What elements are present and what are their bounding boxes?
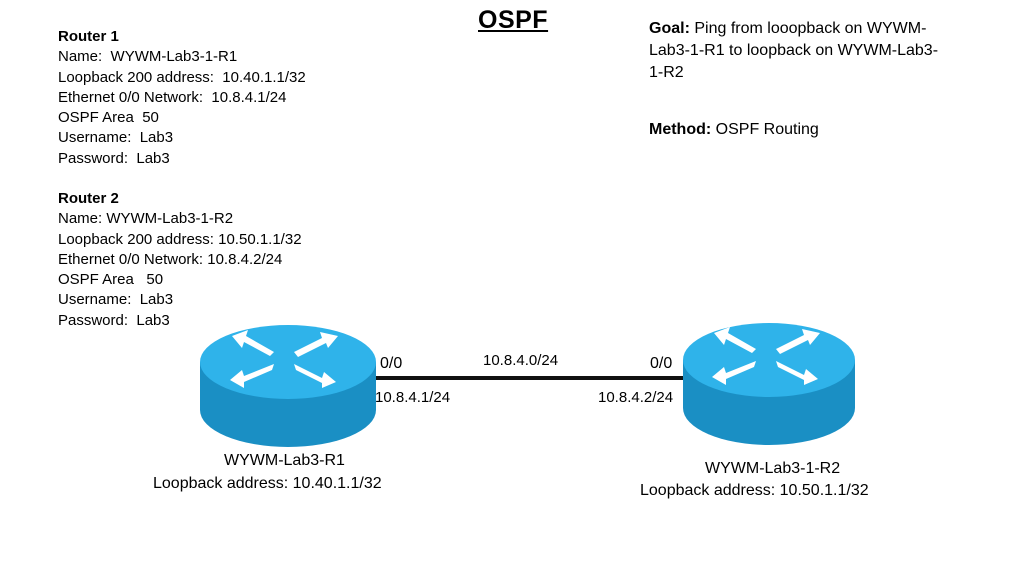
router2-username-row: Username: Lab3 — [58, 290, 302, 310]
router1-heading: Router 1 — [58, 28, 119, 45]
field-label: Name: — [58, 48, 103, 66]
router1-name-row: Name: WYWM-Lab3-1-R1 — [58, 47, 306, 67]
field-value: 10.8.4.2/24 — [207, 250, 283, 268]
field-label: Password: — [58, 311, 129, 329]
field-value: WYWM-Lab3-1-R2 — [106, 210, 234, 228]
router2-name-label: WYWM-Lab3-1-R2 — [705, 460, 841, 477]
field-label: Ethernet 0/0 Network: — [58, 250, 204, 268]
router1-loopback-row: Loopback 200 address: 10.40.1.1/32 — [58, 68, 306, 88]
router2-info: Router 2 Name: WYWM-Lab3-1-R2 Loopback 2… — [58, 189, 302, 331]
link-network-label: 10.8.4.0/24 — [483, 352, 559, 369]
router1-password-row: Password: Lab3 — [58, 149, 306, 169]
field-label: Password: — [58, 149, 129, 167]
right-port-label: 0/0 — [650, 355, 673, 372]
field-value: Lab3 — [136, 311, 170, 329]
field-value: 50 — [146, 271, 164, 289]
router1-icon — [200, 325, 376, 447]
router1-name-label: WYWM-Lab3-R1 — [224, 452, 345, 469]
field-label: Ethernet 0/0 Network: — [58, 88, 204, 106]
field-value: 50 — [142, 109, 159, 127]
method-label: Method: — [649, 121, 712, 138]
method-text: Method: OSPF Routing — [649, 121, 819, 139]
field-value: WYWM-Lab3-1-R1 — [110, 48, 238, 66]
field-value: Lab3 — [139, 129, 174, 147]
field-label: Username: — [58, 129, 132, 147]
right-ip-label: 10.8.4.2/24 — [598, 389, 674, 406]
field-value: 10.8.4.1/24 — [211, 88, 287, 106]
goal-description: Ping from looopback on WYWM-Lab3-1-R1 to… — [649, 20, 939, 81]
router1-info: Router 1 Name: WYWM-Lab3-1-R1 Loopback 2… — [58, 27, 306, 169]
router2-loopback-row: Loopback 200 address: 10.50.1.1/32 — [58, 230, 302, 250]
goal-text: Goal: Ping from looopback on WYWM-Lab3-1… — [649, 18, 949, 84]
router2-icon — [683, 323, 855, 445]
router2-loopback-label: Loopback address: 10.50.1.1/32 — [640, 482, 869, 499]
router1-area-row: OSPF Area 50 — [58, 108, 306, 128]
router1-username-row: Username: Lab3 — [58, 128, 306, 148]
field-value: 10.50.1.1/32 — [218, 230, 302, 248]
router2-area-row: OSPF Area 50 — [58, 270, 302, 290]
router2-ethernet-row: Ethernet 0/0 Network: 10.8.4.2/24 — [58, 250, 302, 270]
field-label: OSPF Area — [58, 271, 134, 289]
field-label: Username: — [58, 291, 132, 309]
router2-name-row: Name: WYWM-Lab3-1-R2 — [58, 209, 302, 229]
field-label: Loopback 200 address: — [58, 68, 214, 86]
field-value: Lab3 — [136, 149, 170, 167]
field-label: Loopback 200 address: — [58, 230, 214, 248]
page-title: OSPF — [478, 6, 549, 34]
goal-label: Goal: — [649, 20, 690, 37]
field-value: Lab3 — [139, 291, 174, 309]
router2-heading: Router 2 — [58, 190, 119, 207]
router1-ethernet-row: Ethernet 0/0 Network: 10.8.4.1/24 — [58, 88, 306, 108]
router2-password-row: Password: Lab3 — [58, 311, 302, 331]
router1-loopback-label: Loopback address: 10.40.1.1/32 — [153, 475, 382, 492]
field-value: 10.40.1.1/32 — [222, 68, 306, 86]
left-ip-label: 10.8.4.1/24 — [375, 389, 451, 406]
method-description: OSPF Routing — [715, 121, 819, 138]
left-port-label: 0/0 — [380, 355, 403, 372]
field-label: OSPF Area — [58, 109, 134, 127]
field-label: Name: — [58, 210, 103, 228]
